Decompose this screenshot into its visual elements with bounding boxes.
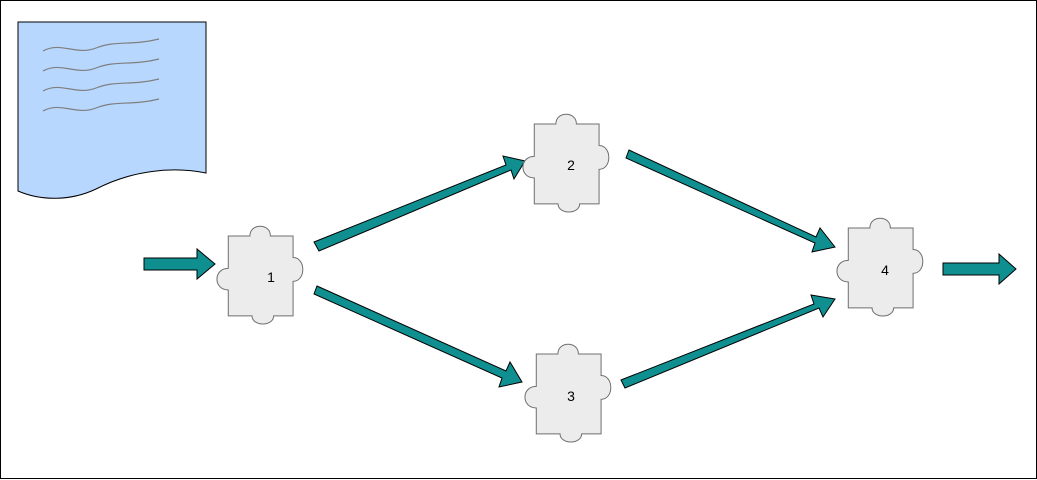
arrow-3-to-4 xyxy=(620,294,836,389)
piece-label-4: 4 xyxy=(881,262,889,278)
piece-label-2: 2 xyxy=(567,157,575,173)
puzzle-piece-2: 2 xyxy=(522,113,610,213)
document-icon xyxy=(17,21,207,199)
puzzle-piece-1: 1 xyxy=(216,225,304,325)
document-text-line xyxy=(42,58,160,72)
puzzle-piece-icon xyxy=(216,225,304,325)
puzzle-piece-icon xyxy=(836,217,924,317)
arrow-1-to-2 xyxy=(313,155,526,252)
document-text-line xyxy=(42,78,160,92)
puzzle-piece-4: 4 xyxy=(836,217,924,317)
puzzle-piece-3: 3 xyxy=(524,343,612,443)
puzzle-piece-icon xyxy=(522,113,610,213)
output-arrow xyxy=(942,252,1017,286)
document-text-line xyxy=(42,98,160,112)
arrow-1-to-3 xyxy=(313,285,523,388)
input-arrow xyxy=(143,247,216,281)
arrow-2-to-4 xyxy=(625,149,836,253)
piece-label-1: 1 xyxy=(267,269,275,285)
document-text-line xyxy=(42,38,160,52)
piece-label-3: 3 xyxy=(567,388,575,404)
